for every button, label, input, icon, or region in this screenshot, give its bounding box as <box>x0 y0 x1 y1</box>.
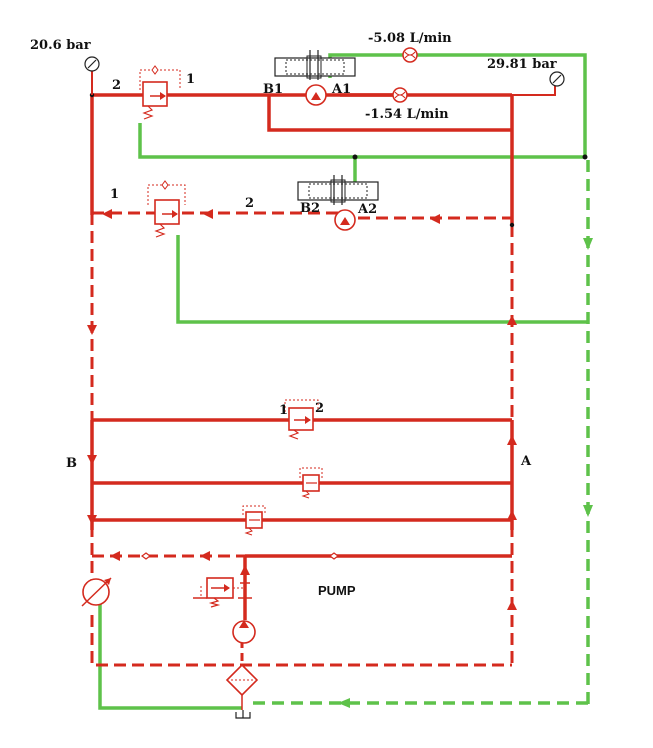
fixed-pump <box>232 620 256 644</box>
filter <box>225 663 259 710</box>
flow-arrow-down <box>87 325 97 335</box>
flow-arrow-left <box>338 698 350 708</box>
left-pressure-reading: 20.6 bar <box>30 38 91 53</box>
flow-arrow-up <box>507 315 517 325</box>
return-lines <box>98 53 593 710</box>
return-line-pump-drain <box>98 602 242 710</box>
hydraulic-motor-1: B1 A1 <box>263 50 356 106</box>
relief-mid-port-2: 2 <box>245 196 254 211</box>
relief-top-port-1: 1 <box>186 72 195 87</box>
variable-displacement-pump <box>81 577 112 607</box>
relief-valve-top: 2 1 <box>112 65 195 120</box>
right-pressure-reading: 29.81 bar <box>487 57 557 72</box>
pressure-line-bypass <box>267 95 512 132</box>
flow-arrow-up <box>507 435 517 445</box>
pump-label: PUMP <box>318 583 356 598</box>
relief-valve-icon <box>288 407 314 431</box>
pressure-lines-dashed <box>90 211 514 667</box>
flow-arrow-up <box>240 565 250 575</box>
flow-meter-middle: -1.54 L/min <box>365 87 449 122</box>
flow-arrow-left <box>203 209 213 219</box>
return-line-mid <box>176 235 588 324</box>
motor1-port-a: A1 <box>331 82 351 97</box>
relief-valve-icon <box>142 81 168 107</box>
flow-arrow-up <box>507 600 517 610</box>
motor1-port-b: B1 <box>263 82 283 97</box>
junction-dot <box>582 154 588 160</box>
flow-arrow-down <box>583 505 593 517</box>
return-line-top <box>138 123 585 159</box>
pressure-gauge-left: 20.6 bar <box>30 38 100 95</box>
junction-dot <box>509 222 515 228</box>
junction-dots <box>89 92 588 228</box>
flow-arrow-up <box>507 510 517 520</box>
dashed-line-bottom <box>90 615 512 667</box>
relief-valve-middle: 1 2 <box>110 180 254 238</box>
flow-arrow-left <box>102 209 112 219</box>
cylinder-icon <box>274 57 356 77</box>
relief-valve-row-2 <box>299 467 323 499</box>
hydraulic-motor-2: B2 A2 <box>297 175 379 231</box>
line-label-b: B <box>66 456 77 471</box>
flow-meter-top: -5.08 L/min <box>368 31 452 63</box>
cylinder-icon <box>297 181 379 201</box>
relief-valve-icon <box>154 199 180 225</box>
relief-center-port-1: 1 <box>279 403 288 418</box>
flow-arrow-left <box>110 551 120 561</box>
flow-arrow-down <box>87 515 97 525</box>
relief-valve-row-3 <box>242 505 266 536</box>
flow-arrows <box>87 209 517 610</box>
motor2-port-b: B2 <box>300 201 320 216</box>
flow-arrow-left <box>430 214 440 224</box>
top-flow-reading: -5.08 L/min <box>368 31 452 46</box>
gauge-branch-right <box>512 85 556 96</box>
tank <box>235 710 251 719</box>
relief-top-port-2: 2 <box>112 78 121 93</box>
check-valves <box>141 552 339 560</box>
check-valve-icon <box>329 552 339 560</box>
relief-center-port-2: 2 <box>315 401 324 416</box>
pump-relief-valve <box>193 577 252 608</box>
middle-flow-reading: -1.54 L/min <box>365 107 449 122</box>
motor2-port-a: A2 <box>357 202 377 217</box>
relief-mid-port-1: 1 <box>110 187 119 202</box>
relief-valve-center: 1 2 <box>279 399 324 440</box>
flow-arrow-left <box>200 551 210 561</box>
line-label-a: A <box>520 454 532 469</box>
junction-dot <box>352 154 358 160</box>
flow-arrow-down <box>583 238 593 250</box>
pressure-gauge-right: 29.81 bar <box>487 57 565 87</box>
flow-arrow-down <box>87 455 97 465</box>
check-valve-icon <box>141 552 151 560</box>
